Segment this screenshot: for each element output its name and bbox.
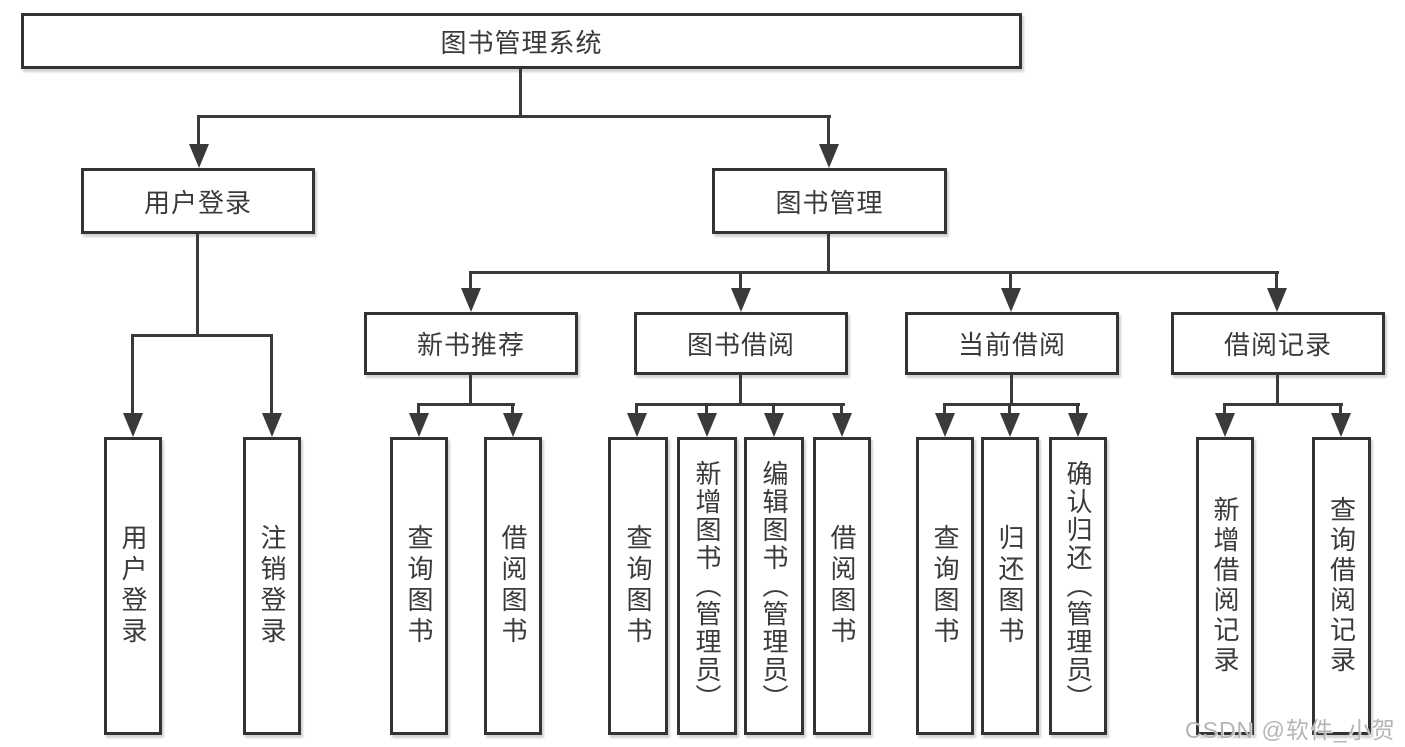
node-add-books-admin-label: 新增图书（管理员） [692,460,722,712]
arrow-down-icon [627,413,647,437]
node-edit-books-admin-label: 编辑图书（管理员） [759,460,789,712]
node-add-borrow-record: 新增借阅记录 [1196,437,1254,735]
connector-stem [519,69,522,118]
arrow-down-icon [935,413,955,437]
node-borrow-books-borrowing: 借阅图书 [813,437,871,735]
node-borrowing-records-label: 借阅记录 [1223,330,1332,360]
connector-rail [635,403,845,406]
node-logout-leaf: 注销登录 [243,437,301,735]
connector-drop [635,403,638,416]
arrow-down-icon [832,413,852,437]
node-borrowing-records: 借阅记录 [1171,312,1385,375]
connector-drop [943,403,946,416]
node-confirm-return-admin: 确认归还（管理员） [1049,437,1107,735]
node-root-label: 图书管理系统 [440,27,603,58]
connector-drop [1339,403,1342,416]
connector-drop [511,403,514,416]
connector-rail [417,403,515,406]
node-borrow-books-borrowing-label: 借阅图书 [827,524,857,648]
node-borrow-books-recommend-label: 借阅图书 [498,524,528,648]
node-query-books-current: 查询图书 [916,437,974,735]
node-edit-books-admin: 编辑图书（管理员） [744,437,804,735]
node-user-login: 用户登录 [81,168,315,234]
node-book-management: 图书管理 [712,168,947,234]
node-return-books: 归还图书 [981,437,1039,735]
connector-drop [1076,403,1079,416]
node-query-borrow-record-label: 查询借阅记录 [1326,496,1357,676]
node-query-books-current-label: 查询图书 [930,524,960,648]
node-new-book-recommend-label: 新书推荐 [416,330,525,360]
node-user-login-label: 用户登录 [143,187,252,218]
connector-drop [131,334,134,416]
arrow-down-icon [189,144,209,168]
connector-drop [270,334,273,416]
connector-stem [1010,375,1013,406]
arrow-down-icon [697,413,717,437]
node-book-management-label: 图书管理 [775,187,884,218]
node-query-borrow-record: 查询借阅记录 [1312,437,1371,735]
node-query-books-recommend: 查询图书 [390,437,448,735]
arrow-down-icon [409,413,429,437]
connector-drop [417,403,420,416]
connector-drop [197,115,200,146]
node-return-books-label: 归还图书 [995,524,1025,648]
connector-drop [469,271,472,291]
node-query-books-borrowing-label: 查询图书 [623,524,653,648]
connector-stem [196,234,199,337]
node-confirm-return-admin-label: 确认归还（管理员） [1063,460,1093,712]
connector-drop [705,403,708,416]
arrow-down-icon [1068,413,1088,437]
node-current-borrowing-label: 当前借阅 [957,330,1066,360]
arrow-down-icon [1000,413,1020,437]
node-logout-leaf-label: 注销登录 [257,524,287,648]
connector-drop [739,271,742,291]
arrow-down-icon [262,413,282,437]
arrow-down-icon [1001,288,1021,312]
node-book-borrowing-label: 图书借阅 [686,330,795,360]
connector-stem [469,375,472,406]
arrow-down-icon [503,413,523,437]
node-new-book-recommend: 新书推荐 [364,312,578,375]
node-user-login-leaf: 用户登录 [104,437,162,735]
node-user-login-leaf-label: 用户登录 [118,524,148,648]
watermark-text: CSDN @软件_小贺同学 [1185,717,1396,743]
connector-rail [1223,403,1343,406]
connector-drop [1223,403,1226,416]
connector-rail [131,334,273,337]
node-query-books-borrowing: 查询图书 [608,437,668,735]
connector-rail [197,115,831,118]
arrow-down-icon [1331,413,1351,437]
node-current-borrowing: 当前借阅 [905,312,1119,375]
arrow-down-icon [1215,413,1235,437]
node-root: 图书管理系统 [21,13,1022,69]
connector-rail [469,271,1279,274]
node-borrow-books-recommend: 借阅图书 [484,437,542,735]
arrow-down-icon [731,288,751,312]
node-book-borrowing: 图书借阅 [634,312,848,375]
connector-stem [1276,375,1279,406]
connector-rail [943,403,1080,406]
node-query-books-recommend-label: 查询图书 [404,524,434,648]
connector-stem [739,375,742,406]
arrow-down-icon [764,413,784,437]
connector-drop [827,115,830,146]
connector-drop [1275,271,1278,291]
arrow-down-icon [1267,288,1287,312]
arrow-down-icon [819,144,839,168]
node-add-borrow-record-label: 新增借阅记录 [1210,496,1240,676]
connector-drop [840,403,843,416]
connector-stem [827,233,830,274]
arrow-down-icon [461,288,481,312]
connector-drop [1008,403,1011,416]
connector-drop [772,403,775,416]
node-add-books-admin: 新增图书（管理员） [677,437,737,735]
arrow-down-icon [123,413,143,437]
connector-drop [1009,271,1012,291]
